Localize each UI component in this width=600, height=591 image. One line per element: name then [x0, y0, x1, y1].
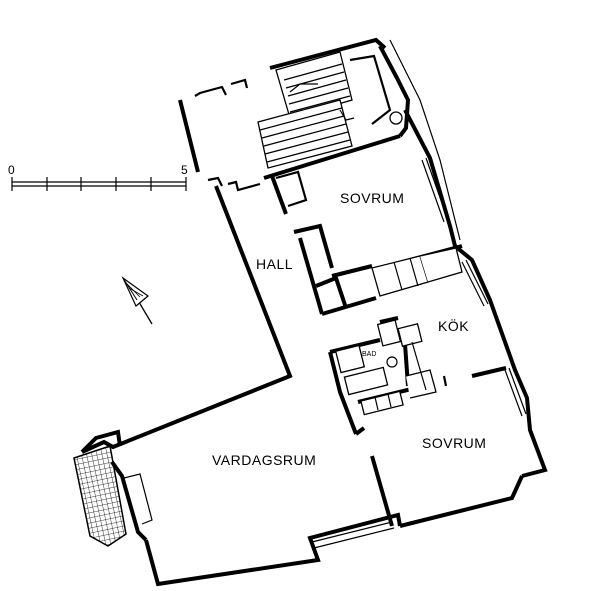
room-label-hall: HALL: [256, 256, 293, 272]
staircase: [257, 51, 403, 169]
scale-bar: 0 5: [8, 163, 188, 191]
room-label-living-room: VARDAGSRUM: [212, 452, 316, 468]
room-label-bedroom-top: SOVRUM: [340, 190, 404, 206]
balcony: [73, 445, 153, 547]
room-labels: SOVRUM HALL KÖK BAD VARDAGSRUM SOVRUM: [212, 190, 486, 468]
scale-end-label: 5: [181, 163, 188, 177]
room-label-bath: BAD: [362, 351, 376, 358]
outer-walls: [80, 37, 548, 587]
scale-start-label: 0: [8, 163, 15, 177]
room-label-bedroom-bottom: SOVRUM: [422, 435, 486, 451]
interior-walls: [270, 170, 507, 527]
room-label-kitchen: KÖK: [438, 317, 469, 334]
north-arrow-icon: [121, 276, 153, 325]
